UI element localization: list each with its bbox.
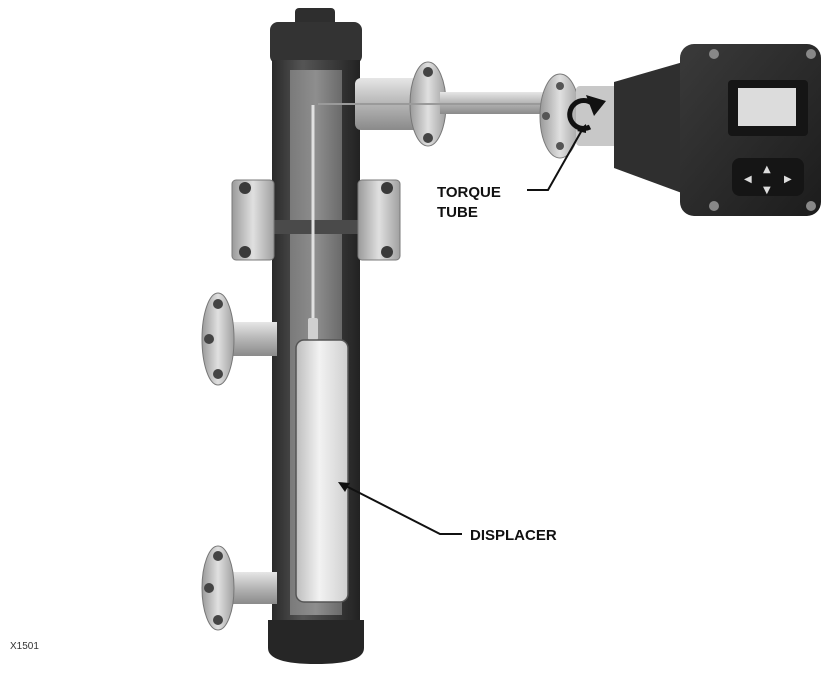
keypad — [732, 158, 804, 196]
figure-id: X1501 — [10, 641, 39, 652]
housing-screw-icon — [709, 49, 719, 59]
key-up-icon: ▲ — [763, 164, 771, 175]
flange-bolt-icon — [213, 299, 223, 309]
displacer-body — [295, 339, 349, 603]
flange-bolt-icon — [423, 133, 433, 143]
torque-tube-arm — [318, 61, 618, 159]
flange-bolt-icon — [423, 67, 433, 77]
flange-bolt-icon — [239, 182, 251, 194]
flange-bolt-icon — [213, 615, 223, 625]
flange-bolt-icon — [239, 246, 251, 258]
nozzle-flange-upper — [201, 292, 235, 386]
displacer-assembly — [295, 105, 349, 603]
callout-torque-tube: TORQUE TUBE — [437, 124, 586, 221]
nozzle-flange-lower — [201, 545, 235, 631]
key-right-icon: ▶ — [784, 174, 792, 185]
housing-screw-icon — [806, 201, 816, 211]
flange-bolt-icon — [213, 551, 223, 561]
flange-bolt-icon — [381, 182, 393, 194]
housing-screw-icon — [709, 201, 719, 211]
coupling-block — [576, 86, 618, 146]
displacer-label: DISPLACER — [470, 527, 557, 544]
digital-level-controller: ◀ ▲ ▼ ▶ — [614, 44, 821, 216]
flange-bolt-icon — [381, 246, 393, 258]
top-head — [270, 22, 362, 64]
flange-bolt-icon — [204, 334, 214, 344]
torque-tube-label-line1: TORQUE — [437, 184, 501, 201]
flange-bolt-icon — [204, 583, 214, 593]
flange-bolt-icon — [556, 142, 564, 150]
key-left-icon: ◀ — [744, 174, 752, 185]
upper-process-connection — [201, 292, 277, 386]
stem-hanger — [308, 318, 318, 340]
key-down-icon: ▼ — [763, 185, 771, 196]
controller-neck — [614, 60, 690, 196]
display-screen — [738, 88, 796, 126]
bottom-head — [268, 620, 364, 664]
body-flange-band — [265, 220, 367, 234]
leader-arrowhead-icon — [577, 124, 586, 133]
torque-tube-label-line2: TUBE — [437, 204, 478, 221]
flange-bolt-icon — [213, 369, 223, 379]
flange-left — [231, 179, 275, 261]
leader-arrowhead-icon — [338, 482, 350, 492]
lower-process-connection — [201, 545, 277, 631]
torque-tube-leader — [527, 129, 583, 191]
housing-screw-icon — [806, 49, 816, 59]
flange-right — [357, 179, 401, 261]
body-flanges — [231, 179, 401, 261]
callout-displacer: DISPLACER — [338, 482, 557, 544]
flange-bolt-icon — [556, 82, 564, 90]
displacer-leader — [341, 483, 462, 535]
flange-bolt-icon — [542, 112, 550, 120]
